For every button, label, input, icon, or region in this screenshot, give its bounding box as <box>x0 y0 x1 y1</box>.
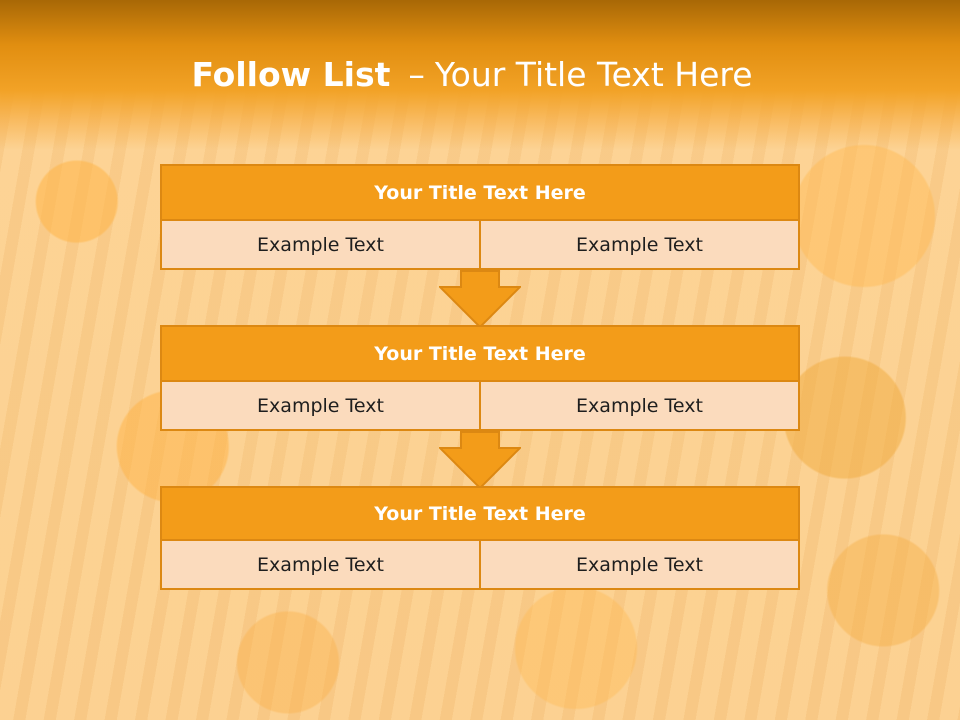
title-bar <box>0 0 960 150</box>
block-title: Your Title Text Here <box>160 486 800 541</box>
block-title: Your Title Text Here <box>160 325 800 382</box>
follow-block-3: Your Title Text Here Example Text Exampl… <box>160 486 800 590</box>
block-title: Your Title Text Here <box>160 164 800 221</box>
block-cell-right: Example Text <box>481 221 800 270</box>
block-row: Example Text Example Text <box>160 221 800 270</box>
down-arrow-icon <box>439 431 521 489</box>
follow-block-2: Your Title Text Here Example Text Exampl… <box>160 325 800 431</box>
slide-title-rest: Your Title Text Here <box>434 55 753 94</box>
slide-title-bold: Follow List <box>191 55 391 94</box>
block-row: Example Text Example Text <box>160 382 800 431</box>
block-cell-left: Example Text <box>160 541 481 590</box>
block-row: Example Text Example Text <box>160 541 800 590</box>
down-arrow-icon <box>439 270 521 328</box>
block-cell-left: Example Text <box>160 221 481 270</box>
block-cell-left: Example Text <box>160 382 481 431</box>
block-cell-right: Example Text <box>481 541 800 590</box>
follow-block-1: Your Title Text Here Example Text Exampl… <box>160 164 800 270</box>
slide-title: Follow List–Your Title Text Here <box>0 52 944 98</box>
slide-title-dash: – <box>408 55 425 94</box>
block-cell-right: Example Text <box>481 382 800 431</box>
